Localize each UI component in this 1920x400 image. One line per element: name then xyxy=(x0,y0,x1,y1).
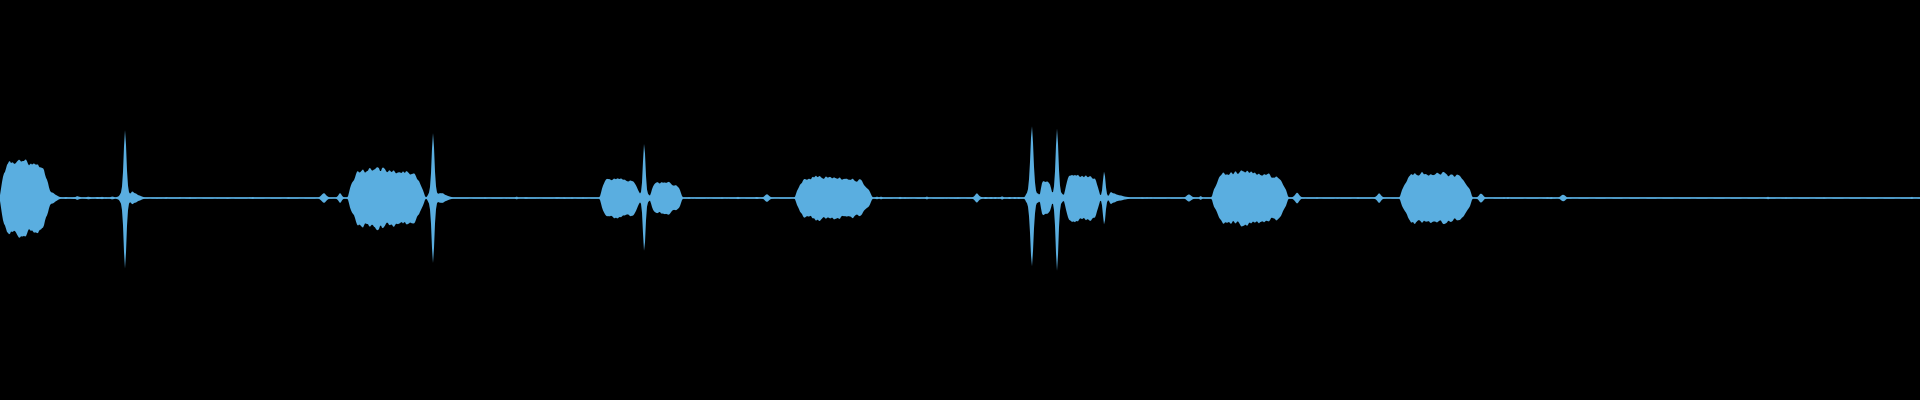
waveform-background xyxy=(0,0,1920,400)
waveform-plot[interactable] xyxy=(0,0,1920,400)
waveform-viewer[interactable] xyxy=(0,0,1920,400)
